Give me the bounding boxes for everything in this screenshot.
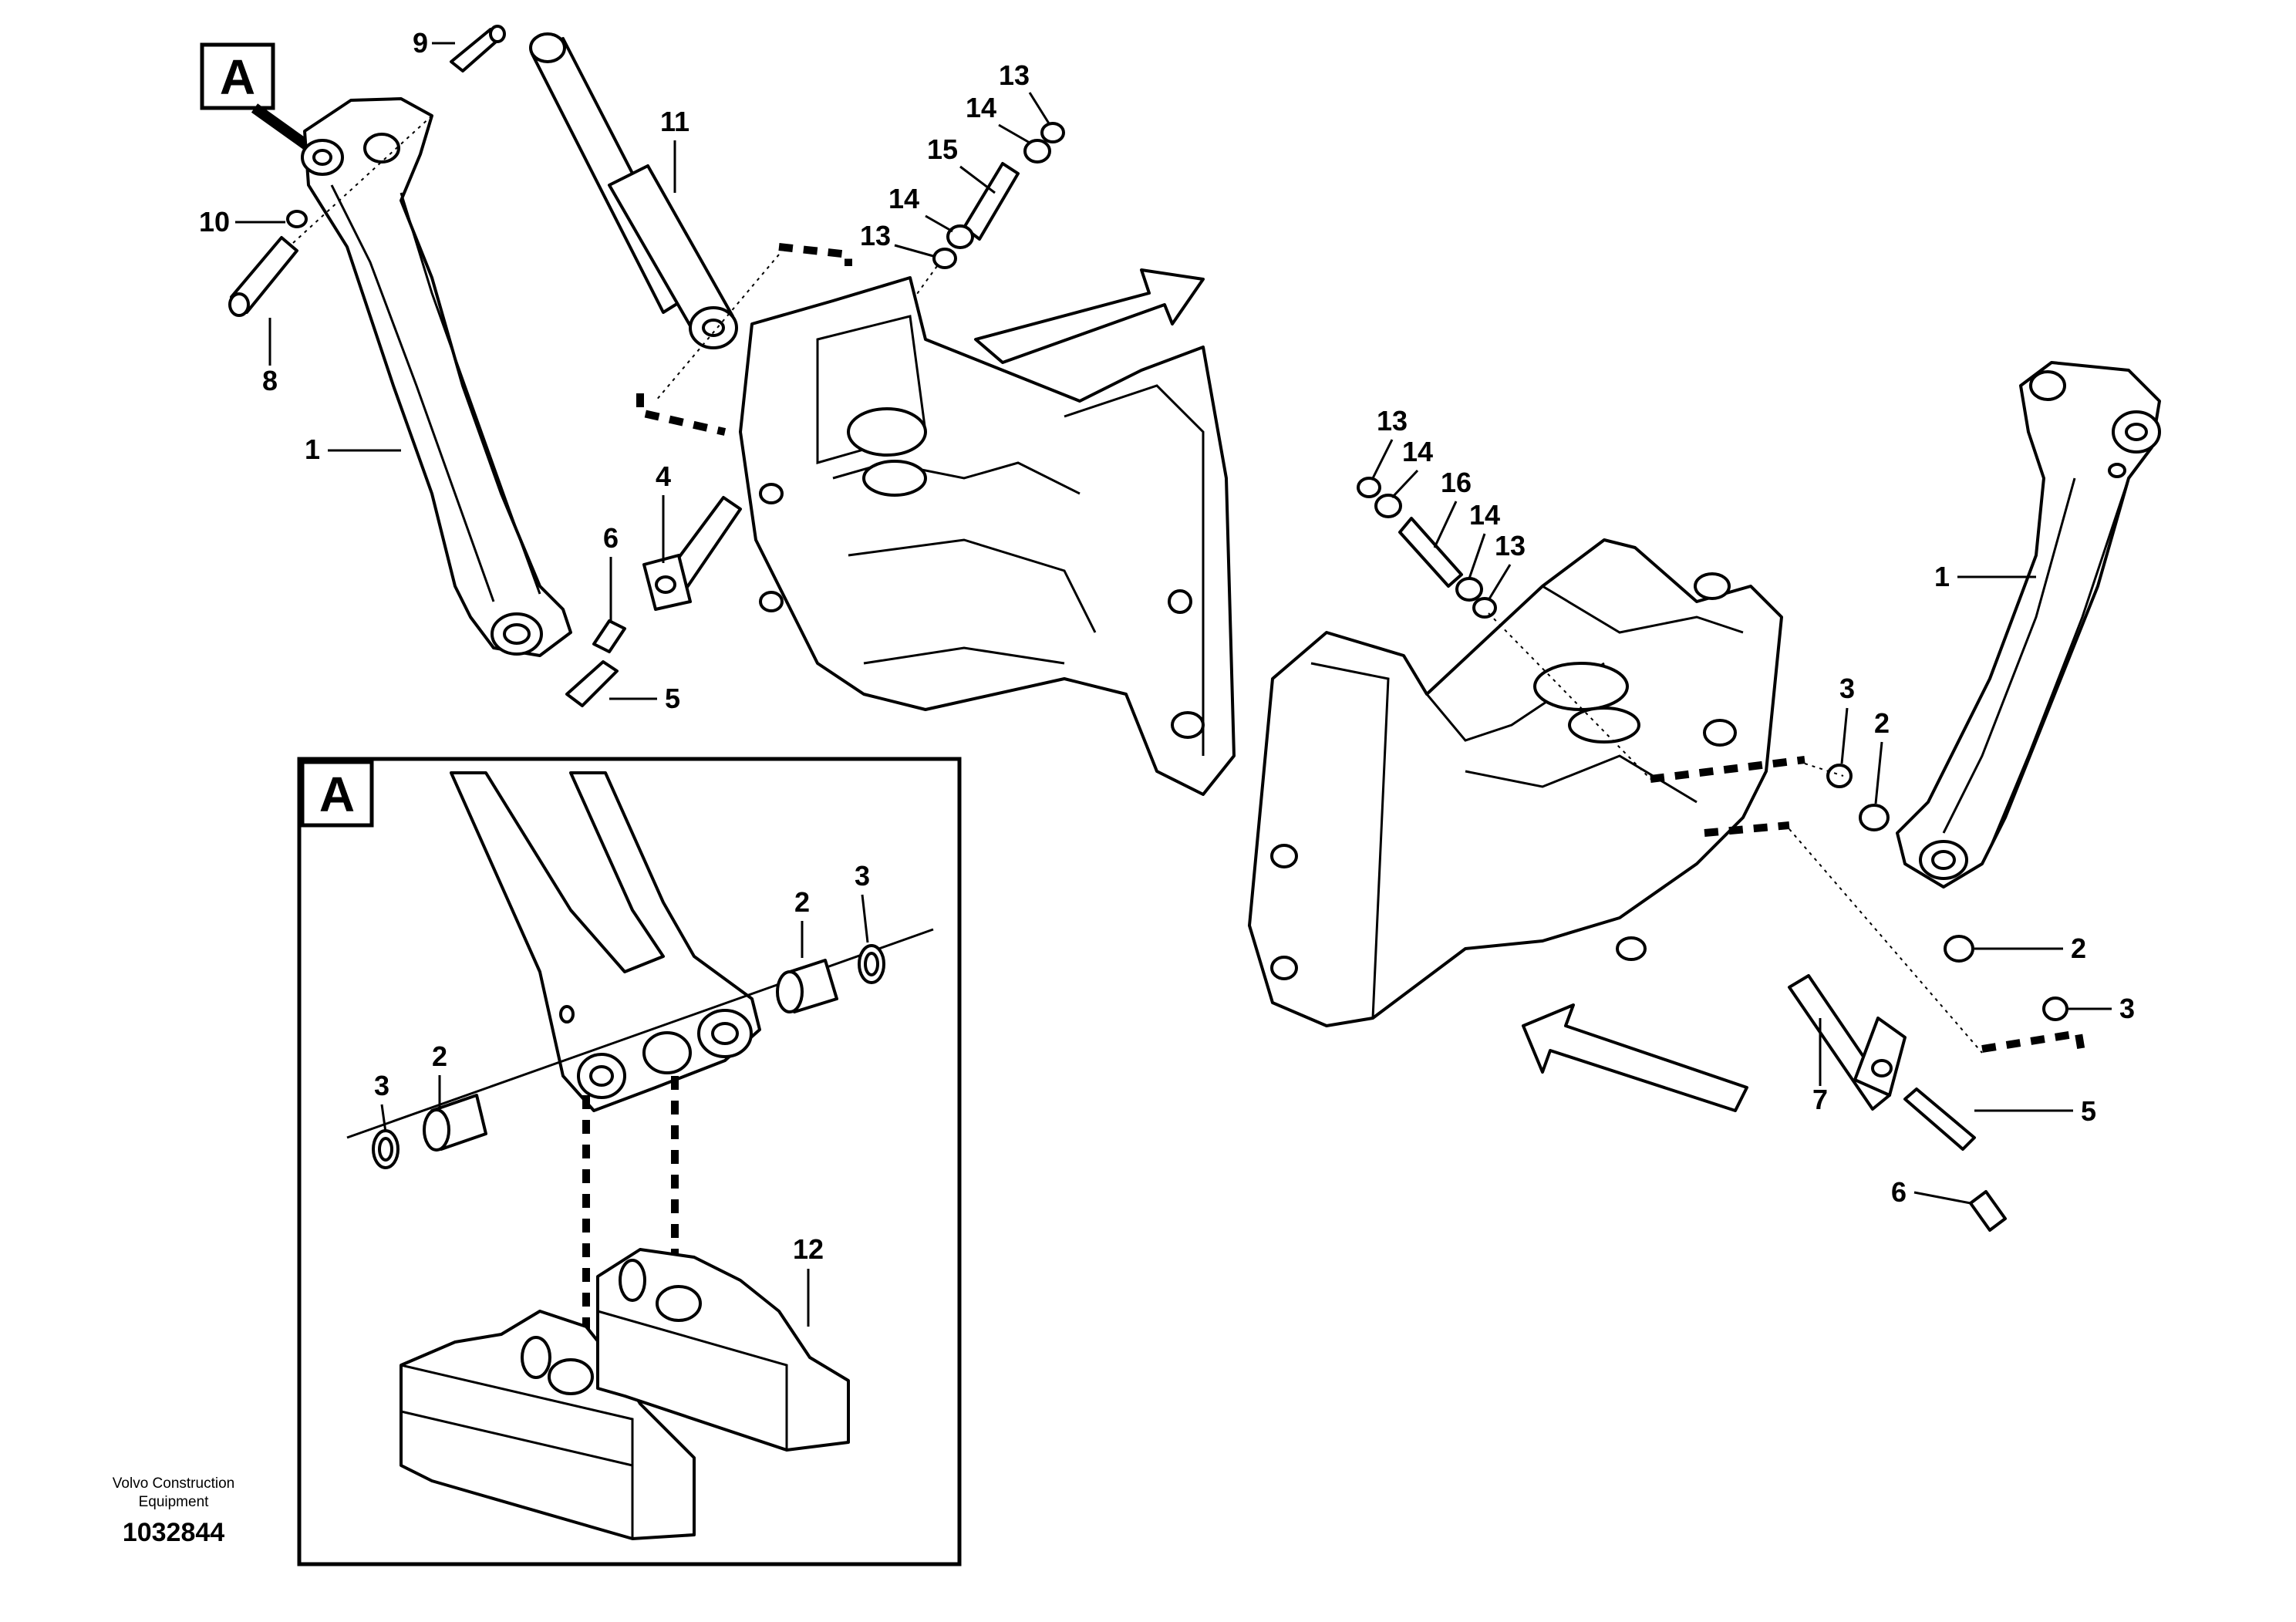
brand-line-2: Equipment: [138, 1494, 209, 1510]
bolt-9: [450, 25, 506, 73]
callout-8: 8: [262, 365, 278, 396]
callout-13-right: 13: [1377, 405, 1408, 437]
guide-lines-left: [636, 243, 852, 436]
lift-arm-left: [301, 97, 572, 657]
callout-16: 16: [1441, 467, 1472, 498]
callout-5-right: 5: [2081, 1095, 2096, 1127]
detail-marker-top: A: [200, 42, 312, 151]
callout-13-top: 13: [999, 59, 1030, 91]
detail-marker-box-letter: A: [319, 767, 355, 822]
callout-14-right: 14: [1402, 436, 1433, 467]
direction-arrow-left: [974, 268, 1205, 364]
drawing-number: 1032844: [122, 1518, 225, 1547]
callout-2-right: 2: [1874, 707, 1890, 739]
callout-4: 4: [656, 460, 671, 492]
callout-10: 10: [199, 206, 230, 238]
pin-16-set: [1357, 477, 1651, 780]
callout-14-top: 14: [966, 92, 996, 123]
callout-2-detail-top: 2: [794, 886, 810, 918]
callout-14-mid: 14: [888, 183, 919, 214]
callout-labels: 1 8 9 10 11 13 14 15 14 13 4 6 5 13 14 1…: [199, 27, 2135, 1327]
callout-7: 7: [1812, 1084, 1828, 1115]
front-frame-right: [1248, 538, 1783, 1027]
callout-3-right2: 3: [2119, 993, 2135, 1024]
callout-2-right2: 2: [2071, 932, 2086, 964]
callout-13-mid: 13: [860, 220, 891, 251]
pin-8: [228, 115, 433, 317]
callout-3-right: 3: [1839, 673, 1855, 704]
pin-4-set: [565, 496, 742, 707]
callout-1-left: 1: [305, 433, 320, 465]
detail-marker-top-letter: A: [220, 49, 255, 105]
callout-6-right: 6: [1891, 1176, 1907, 1208]
hydraulic-cylinder-11: [529, 32, 738, 349]
callout-12: 12: [793, 1233, 824, 1265]
callout-5-left: 5: [665, 683, 680, 714]
callout-1-right: 1: [1934, 561, 1950, 592]
callout-14-right2: 14: [1469, 499, 1500, 531]
callout-3-detail-top: 3: [855, 860, 870, 892]
callout-2-detail-left: 2: [432, 1040, 447, 1072]
direction-arrow-right: [1522, 1003, 1748, 1112]
callout-9: 9: [413, 27, 428, 59]
callout-11: 11: [660, 106, 689, 137]
brand-caption: Volvo Construction Equipment: [69, 1475, 278, 1512]
front-frame-left: [739, 276, 1236, 796]
washer-10: [286, 210, 308, 228]
guide-lines-right: [1650, 756, 2086, 1057]
callout-13-right2: 13: [1495, 530, 1526, 561]
washer-set-right: [1826, 764, 2068, 1021]
callout-15: 15: [927, 133, 958, 165]
detail-view-a: A: [297, 757, 962, 1566]
callout-3-detail-left: 3: [374, 1070, 389, 1101]
callout-6-left: 6: [603, 522, 619, 554]
pin-7-set: [1788, 974, 2007, 1232]
brand-line-1: Volvo Construction: [112, 1475, 235, 1492]
lift-arm-right: [1896, 361, 2161, 889]
